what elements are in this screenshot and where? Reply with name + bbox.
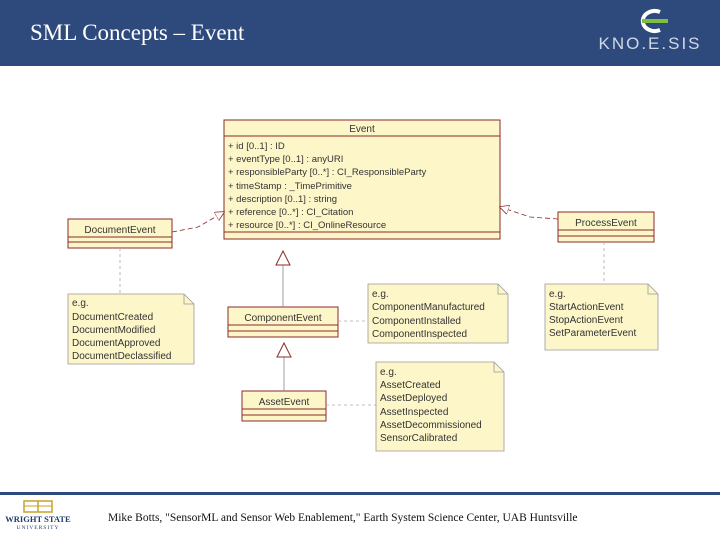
note-component-line-3: ComponentInstalled xyxy=(372,316,461,327)
wright-state-building-icon xyxy=(23,500,53,513)
note-process-line-3: StopActionEvent xyxy=(549,315,623,326)
knoesis-logo: KNO.E.SIS xyxy=(590,6,710,60)
knoesis-logo-text: KNO.E.SIS xyxy=(598,34,702,53)
note-asset-line-5: AssetDecommissioned xyxy=(380,420,482,431)
note-component-events: e.g. ComponentManufactured ComponentInst… xyxy=(367,283,509,344)
event-attr-5: + description [0..1] : string xyxy=(228,194,337,205)
event-attr-7: + resource [0..*] : CI_OnlineResource xyxy=(228,220,386,231)
asset-event-class: AssetEvent xyxy=(241,390,327,422)
slide-title: SML Concepts – Event xyxy=(30,20,245,45)
wright-state-subtitle: UNIVERSITY xyxy=(16,525,60,531)
note-asset-line-6: SensorCalibrated xyxy=(380,433,457,444)
document-event-name: DocumentEvent xyxy=(84,225,155,236)
note-process-line-2: StartActionEvent xyxy=(549,302,624,313)
wright-state-logo: WRIGHT STATE UNIVERSITY xyxy=(4,498,72,538)
document-to-event-arrow xyxy=(171,212,224,233)
note-document-line-2: DocumentCreated xyxy=(72,312,153,323)
event-attr-1: + id [0..1] : ID xyxy=(228,141,285,152)
event-class: Event + id [0..1] : ID + eventType [0..1… xyxy=(223,119,501,240)
process-event-name: ProcessEvent xyxy=(575,218,637,229)
event-attr-4: + timeStamp : _TimePrimitive xyxy=(228,181,352,192)
note-document-line-1: e.g. xyxy=(72,298,89,309)
note-asset-events: e.g. AssetCreated AssetDeployed AssetIns… xyxy=(375,361,505,452)
note-connectors xyxy=(119,242,605,406)
note-process-line-4: SetParameterEvent xyxy=(549,328,636,339)
note-process-events: e.g. StartActionEvent StopActionEvent Se… xyxy=(544,283,659,351)
asset-to-component-arrowhead xyxy=(276,341,292,358)
note-component-line-4: ComponentInspected xyxy=(372,329,467,340)
footer-divider xyxy=(0,492,720,495)
generalization-lines xyxy=(171,207,559,391)
component-event-class: ComponentEvent xyxy=(227,306,339,338)
note-asset-line-1: e.g. xyxy=(380,367,397,378)
wright-state-name: WRIGHT STATE xyxy=(5,514,71,524)
note-component-line-1: e.g. xyxy=(372,289,389,300)
note-asset-line-4: AssetInspected xyxy=(380,407,448,418)
event-attr-2: + eventType [0..1] : anyURI xyxy=(228,154,343,165)
note-document-events: e.g. DocumentCreated DocumentModified Do… xyxy=(67,293,195,365)
note-document-line-5: DocumentDeclassified xyxy=(72,351,172,362)
asset-event-name: AssetEvent xyxy=(259,397,310,408)
note-document-line-4: DocumentApproved xyxy=(72,338,160,349)
note-document-line-3: DocumentModified xyxy=(72,325,155,336)
event-attr-3: + responsibleParty [0..*] : CI_Responsib… xyxy=(228,167,427,178)
process-to-event-arrow xyxy=(500,207,559,220)
knoesis-e-icon xyxy=(640,9,668,33)
document-event-class: DocumentEvent xyxy=(67,218,173,249)
note-asset-line-3: AssetDeployed xyxy=(380,393,447,404)
citation-text: Mike Botts, "SensorML and Sensor Web Ena… xyxy=(108,512,578,524)
component-event-name: ComponentEvent xyxy=(244,313,321,324)
title-bar: SML Concepts – Event KNO.E.SIS xyxy=(0,0,720,66)
component-to-event-arrowhead xyxy=(275,249,291,266)
event-attr-6: + reference [0..*] : CI_Citation xyxy=(228,207,353,218)
note-asset-line-2: AssetCreated xyxy=(380,380,441,391)
process-event-class: ProcessEvent xyxy=(557,211,655,243)
event-class-name: Event xyxy=(349,124,375,135)
note-process-line-1: e.g. xyxy=(549,289,566,300)
note-component-line-2: ComponentManufactured xyxy=(372,302,485,313)
